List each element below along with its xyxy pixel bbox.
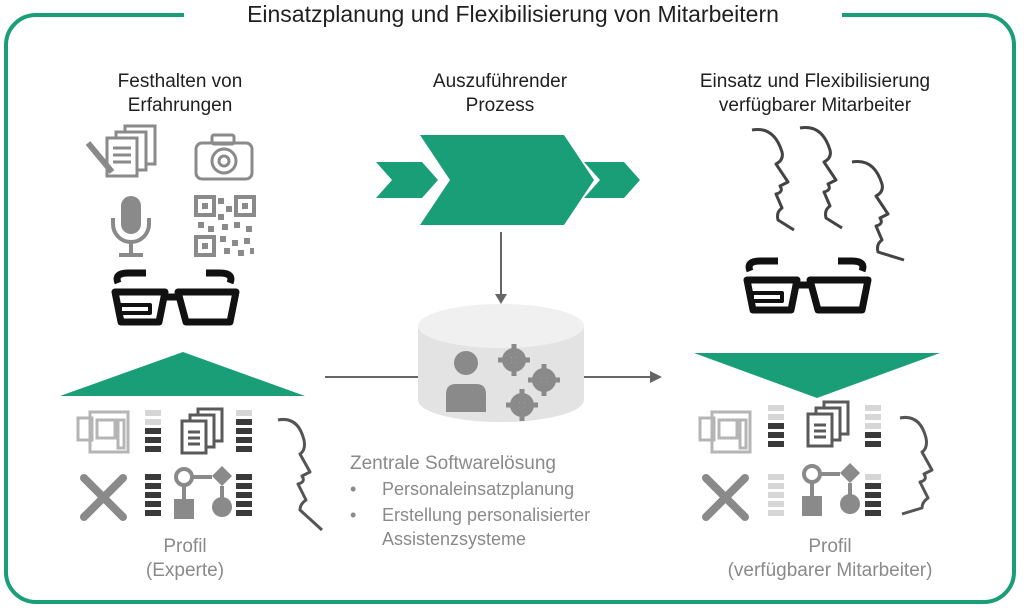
user-icon [446,351,486,412]
bullet-item-1: • Personaleinsatzplanung [350,478,574,501]
left-profile-line-1: Profil [163,536,207,557]
left-heading-line-1: Festhalten von [117,71,243,92]
smart-glasses-icon-left [111,269,240,326]
left-heading: Festhalten von Erfahrungen [80,70,280,118]
skill-level-bar-left-1 [145,410,161,452]
employee-triangle-down [694,353,940,398]
diagram-title: Einsatzplanung und Flexibilisierung von … [184,0,842,28]
chevron-large [420,135,594,225]
employee-heads-icon [751,125,905,262]
bullet-item-2-text: Erstellung personalisierter [382,505,591,525]
skill-level-bar-right-4 [865,474,881,516]
down-arrow [495,232,507,304]
bullet-marker: • [350,479,357,499]
arrow-right [584,371,662,383]
skill-level-bar-left-2 [236,410,252,452]
center-heading-line-1: Auszuführender [432,71,568,92]
skill-level-bar-right-1 [768,405,784,447]
bullet-item-1-text: Personaleinsatzplanung [382,479,575,499]
process-flow-icon-right [802,463,860,516]
gears-icon [498,344,560,421]
expert-head-icon [277,417,324,532]
skill-level-bar-right-3 [768,474,784,516]
software-database-cylinder [418,304,584,422]
microphone-icon [111,196,151,257]
skill-level-bar-right-2 [865,405,881,447]
machine-icon-left [76,410,130,454]
experience-triangle-up [60,352,305,396]
bullet-item-2-continuation: Assistenzsysteme [382,529,527,549]
documents-pen-icon [85,124,157,178]
machine-icon-right [698,410,752,454]
documents-icon-right [806,400,850,448]
left-profile-label: Profil (Experte) [90,535,280,583]
bullet-marker: • [350,505,357,525]
right-profile-line-1: Profil [808,536,852,557]
qr-code-icon [194,195,256,257]
right-heading: Einsatz und Flexibilisierung verfügbarer… [670,70,960,118]
right-profile-line-2: (verfügbarer Mitarbeiter) [727,560,933,581]
chevron-small-right [584,162,640,198]
wrench-screwdriver-icon-left [80,474,127,521]
chevron-small-left [376,162,438,198]
right-heading-line-2: verfügbarer Mitarbeiter [718,95,912,116]
right-heading-line-1: Einsatz und Flexibilisierung [699,71,931,92]
bullet-item-2: • Erstellung personalisierter [350,504,590,527]
skill-level-bar-left-4 [236,474,252,516]
left-heading-line-2: Erfahrungen [127,95,233,116]
documents-icon-left [180,407,224,455]
left-profile-line-2: (Experte) [145,560,225,581]
process-flow-icon-left [174,466,232,519]
skill-level-bar-left-3 [145,474,161,516]
software-title: Zentrale Softwarelösung [350,453,556,474]
center-heading: Auszuführender Prozess [400,70,600,118]
right-profile-label: Profil (verfügbarer Mitarbeiter) [700,535,960,583]
process-chevrons [376,135,640,225]
center-heading-line-2: Prozess [465,95,535,116]
camera-icon [194,133,254,181]
employee-head-icon [899,415,934,516]
wrench-screwdriver-icon-right [702,474,749,521]
smart-glasses-icon-right [743,257,872,314]
